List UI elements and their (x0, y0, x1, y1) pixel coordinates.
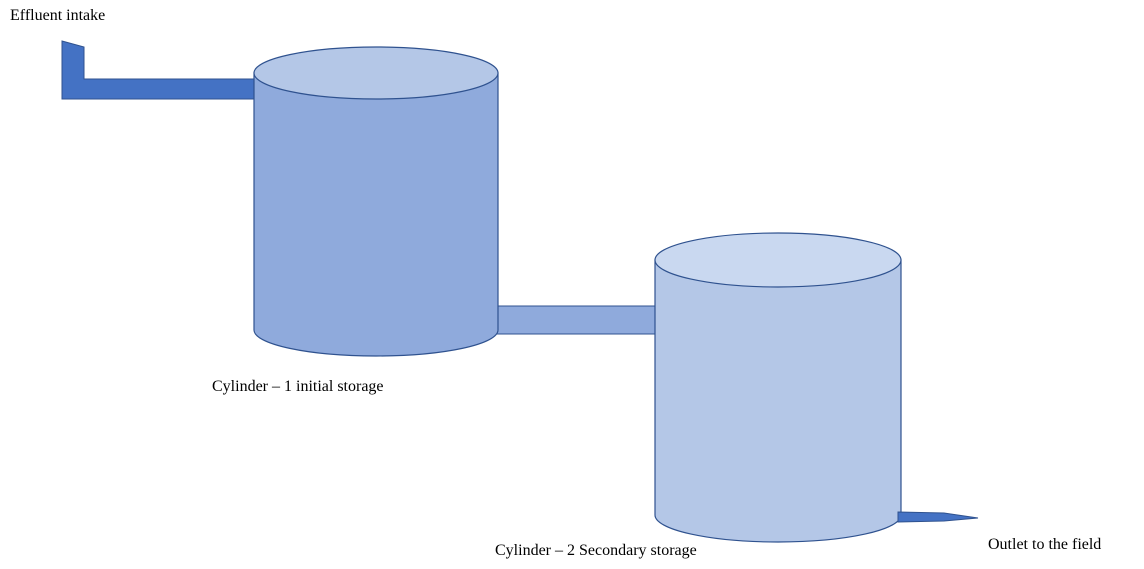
cylinder-1-label: Cylinder – 1 initial storage (212, 378, 384, 395)
intake-pipe (61, 40, 259, 100)
cylinder-2-label: Cylinder – 2 Secondary storage (495, 542, 697, 559)
cylinder-1 (253, 46, 499, 357)
outlet-pipe (897, 511, 979, 523)
connector-pipe (495, 305, 659, 335)
effluent-intake-label: Effluent intake (10, 7, 106, 24)
cylinder-2-top (654, 232, 902, 288)
cylinder-2 (654, 232, 902, 543)
cylinder-1-top (253, 46, 499, 100)
outlet-label: Outlet to the field (988, 536, 1102, 553)
cylinder-2-body (654, 259, 902, 543)
cylinder-1-body (253, 72, 499, 357)
